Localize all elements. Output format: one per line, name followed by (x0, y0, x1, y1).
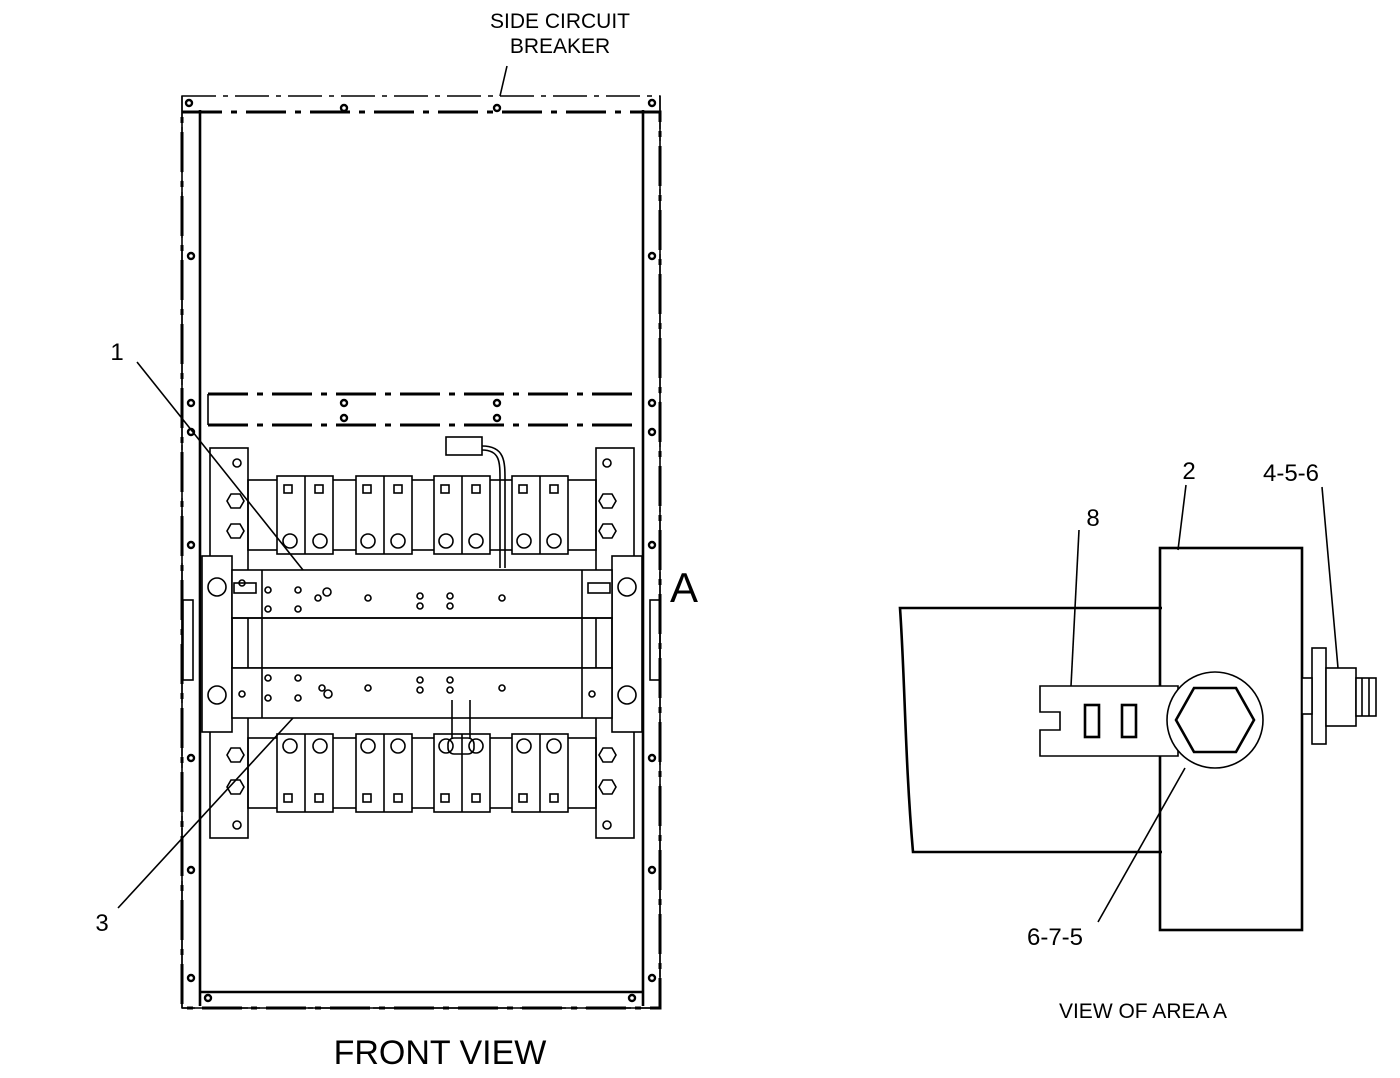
leader-line-2 (1177, 484, 1187, 551)
view-of-area-a-caption: VIEW OF AREA A (1059, 1000, 1227, 1023)
cabinet-outline (180, 110, 662, 1010)
callout-3: 3 (95, 910, 108, 937)
side-breaker-outline (181, 95, 661, 1009)
leader-line-1 (136, 361, 304, 571)
bus-bar-assembly (182, 555, 661, 733)
leader-line-3 (117, 717, 294, 909)
leader-line-456 (1321, 486, 1339, 669)
frame-screws (184, 98, 657, 1003)
front-view-caption: FRONT VIEW (334, 1034, 547, 1072)
area-a-marker: A (670, 564, 698, 611)
front-view-drawing (117, 65, 662, 1010)
callout-6-7-5: 6-7-5 (1027, 924, 1083, 951)
area-a-detail-drawing (898, 484, 1377, 932)
side-circuit-breaker-label-line1: SIDE CIRCUIT (490, 10, 630, 33)
bolt-nut-4-5-6 (1301, 647, 1377, 745)
callout-8: 8 (1086, 505, 1099, 532)
lower-breaker-row (247, 700, 597, 813)
hex-bolt-6-7-5 (1166, 671, 1264, 769)
leader-line-8 (1070, 529, 1080, 687)
callout-1: 1 (110, 339, 123, 366)
callout-2: 2 (1182, 458, 1195, 485)
upper-breaker-row (247, 436, 597, 568)
leader-line-side-breaker (499, 65, 508, 97)
clip-8 (1039, 685, 1179, 757)
leader-line-675 (1097, 767, 1186, 923)
callout-4-5-6: 4-5-6 (1263, 460, 1319, 487)
bus-bar-section (898, 606, 1162, 854)
side-circuit-breaker-label-line2: BREAKER (510, 35, 610, 58)
